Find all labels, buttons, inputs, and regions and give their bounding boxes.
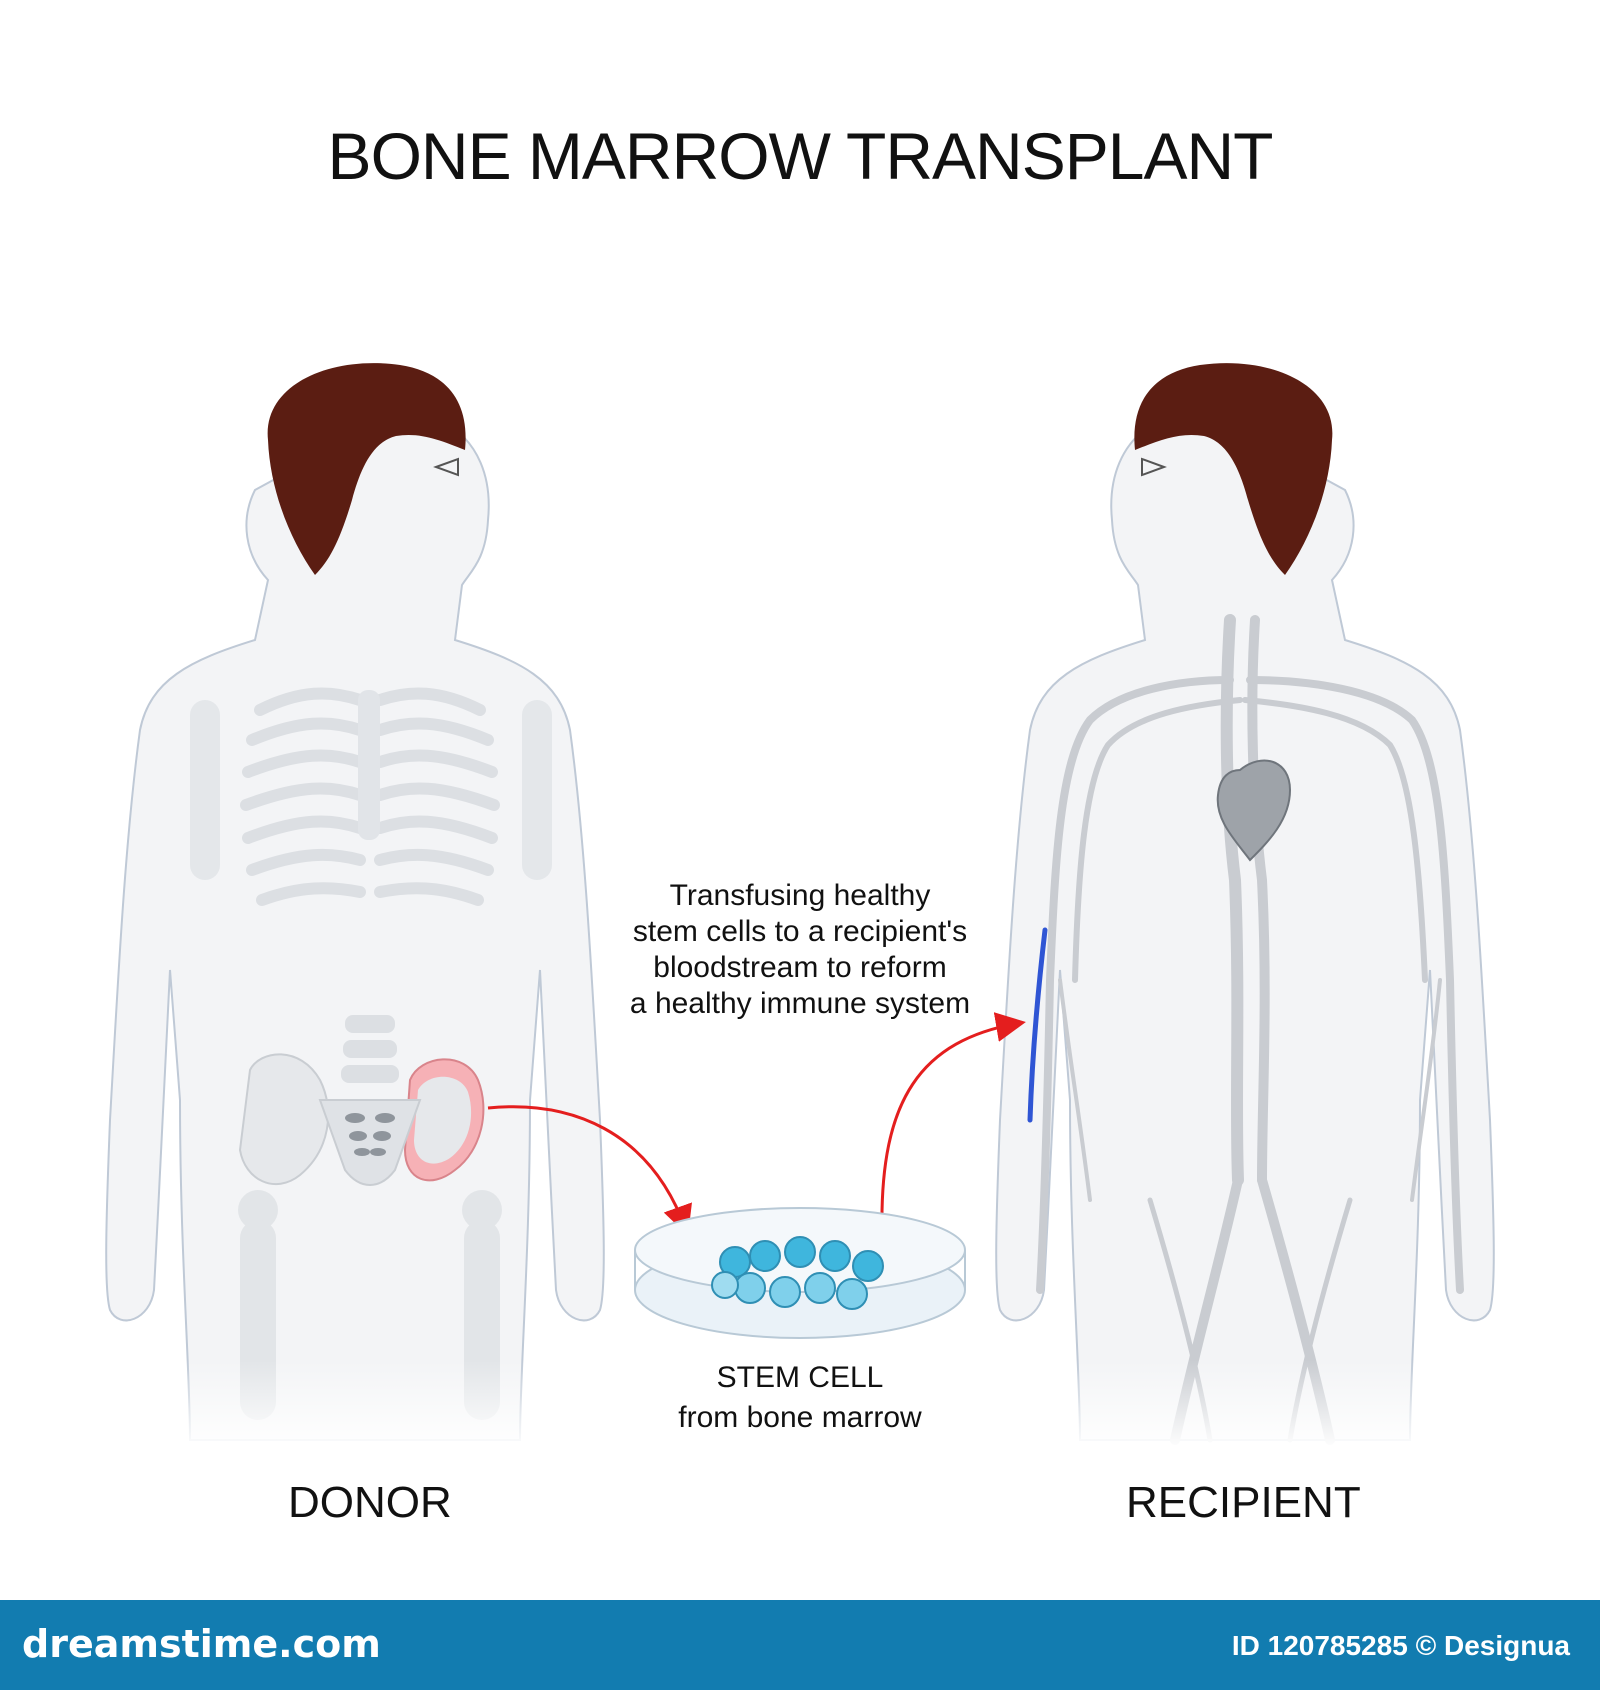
recipient-figure <box>995 363 1495 1445</box>
donor-left-humerus <box>190 700 220 880</box>
note-line: Transfusing healthy <box>669 879 931 912</box>
arrow-dish-to-recipient <box>880 1012 1026 1231</box>
recipient-hair <box>1134 363 1333 575</box>
note-line: stem cells to a recipient's <box>632 915 968 948</box>
stem-cells <box>711 1236 884 1310</box>
donor-label: DONOR <box>288 1478 452 1527</box>
stem-cell-caption: STEM CELL from bone marrow <box>630 1358 970 1438</box>
donor-figure <box>105 363 605 1441</box>
recipient-eye <box>1141 457 1167 477</box>
recipient-label: RECIPIENT <box>1126 1478 1361 1527</box>
stem-cell-title: STEM CELL <box>716 1361 884 1394</box>
donor-sternum <box>358 690 380 840</box>
recipient-blood-vessels <box>1036 614 1464 1445</box>
arrow-donor-to-dish <box>487 1105 692 1236</box>
recipient-body-outline <box>995 407 1495 1441</box>
donor-pelvis <box>238 1053 485 1186</box>
footer-bar: dreamstime.com ID 120785285 © Designua <box>0 1600 1600 1690</box>
footer-meta: ID 120785285 © Designua <box>1232 1630 1570 1662</box>
donor-right-humerus <box>522 700 552 880</box>
note-line: a healthy immune system <box>629 987 971 1020</box>
transfusion-note: Transfusing healthy stem cells to a reci… <box>600 878 1000 1022</box>
diagram-illustration <box>0 363 1600 1450</box>
author-credit: © Designua <box>1415 1630 1570 1661</box>
donor-hair <box>267 363 466 575</box>
diagram-canvas <box>0 363 1600 1450</box>
footer-brand: dreamstime.com <box>22 1622 381 1666</box>
donor-eye <box>433 457 459 477</box>
stem-cell-subtitle: from bone marrow <box>678 1401 922 1434</box>
heart-icon <box>1216 759 1292 862</box>
petri-dish <box>634 1207 966 1339</box>
diagram-title: BONE MARROW TRANSPLANT <box>327 119 1274 193</box>
note-line: bloodstream to reform <box>653 951 947 984</box>
donor-body-outline <box>105 407 605 1441</box>
image-id: ID 120785285 <box>1231 1630 1408 1661</box>
donor-ribcage <box>240 687 500 906</box>
recipient-vein-highlight <box>1027 927 1048 1123</box>
donor-spine <box>341 1015 399 1083</box>
